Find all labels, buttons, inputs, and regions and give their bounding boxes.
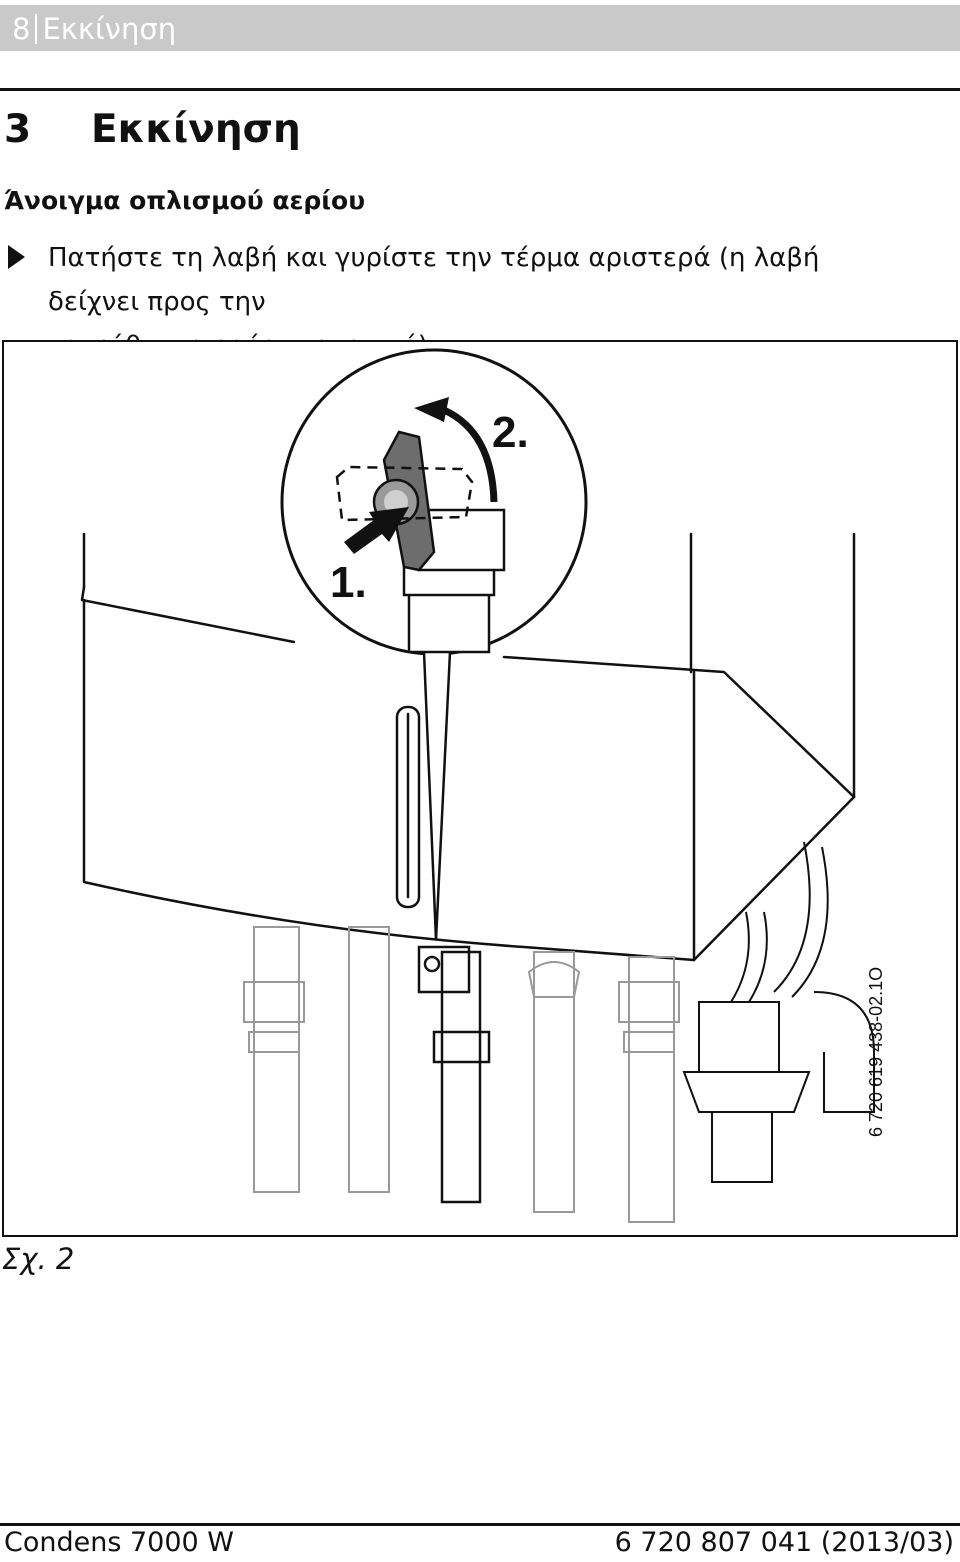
gas-valve-screw bbox=[423, 955, 441, 973]
level-slot bbox=[395, 705, 421, 909]
boiler-illustration: 2. 1. bbox=[80, 348, 875, 1223]
flex-hose-1 bbox=[773, 841, 811, 993]
figure-code: 6 720 619 438-02.1O bbox=[866, 966, 886, 1137]
header-section: Εκκίνηση bbox=[42, 12, 177, 46]
handle-open-outline bbox=[335, 465, 474, 522]
page-header: 8 Εκκίνηση bbox=[0, 5, 960, 51]
boiler-bottom-side-edge bbox=[692, 795, 856, 962]
boiler-top-right-line bbox=[502, 655, 856, 799]
boiler-front-panel bbox=[82, 598, 696, 962]
pipe-5 bbox=[628, 956, 675, 1223]
rotate-arrow-icon bbox=[442, 406, 498, 503]
magnifier-pointer bbox=[422, 651, 452, 941]
chapter-title: Εκκίνηση bbox=[91, 107, 301, 152]
siphon-block bbox=[698, 1001, 780, 1073]
step-label-1: 1. bbox=[330, 558, 367, 607]
chapter-heading: 3 Εκκίνηση bbox=[4, 107, 301, 152]
section-subheading: Άνοιγμα οπλισμού αερίου bbox=[4, 186, 366, 215]
figure-caption: Σχ. 2 bbox=[2, 1242, 75, 1276]
page-number: 8 bbox=[12, 12, 31, 46]
gas-valve-body bbox=[417, 945, 471, 994]
footer-product: Condens 7000 W bbox=[4, 1527, 234, 1558]
gas-valve-figure: 2. 1. 6 720 619 438-02.1O bbox=[2, 340, 958, 1237]
siphon-outlet bbox=[711, 1111, 773, 1183]
top-rule bbox=[0, 88, 960, 91]
bullet-triangle-icon bbox=[8, 245, 25, 269]
valve-collar bbox=[407, 590, 491, 654]
header-text: 8 Εκκίνηση bbox=[12, 12, 176, 46]
step-label-2: 2. bbox=[492, 408, 529, 457]
chapter-number: 3 bbox=[4, 107, 32, 152]
pipe-1 bbox=[253, 926, 300, 1193]
push-arrow-icon bbox=[344, 507, 409, 554]
gas-pipe-nut bbox=[432, 1030, 491, 1064]
boiler-top-left-line bbox=[80, 585, 296, 644]
siphon-tray bbox=[682, 1071, 811, 1113]
step-line-1: Πατήστε τη λαβή και γυρίστε την τέρμα αρ… bbox=[48, 243, 820, 317]
gas-pipe bbox=[440, 950, 482, 1204]
pipe-2 bbox=[348, 926, 390, 1193]
header-separator bbox=[35, 14, 38, 44]
footer-doc-number: 6 720 807 041 (2013/03) bbox=[614, 1527, 954, 1558]
bottom-rule bbox=[0, 1523, 960, 1526]
elbow-fitting bbox=[813, 991, 875, 1113]
pipe-4 bbox=[533, 951, 575, 1213]
